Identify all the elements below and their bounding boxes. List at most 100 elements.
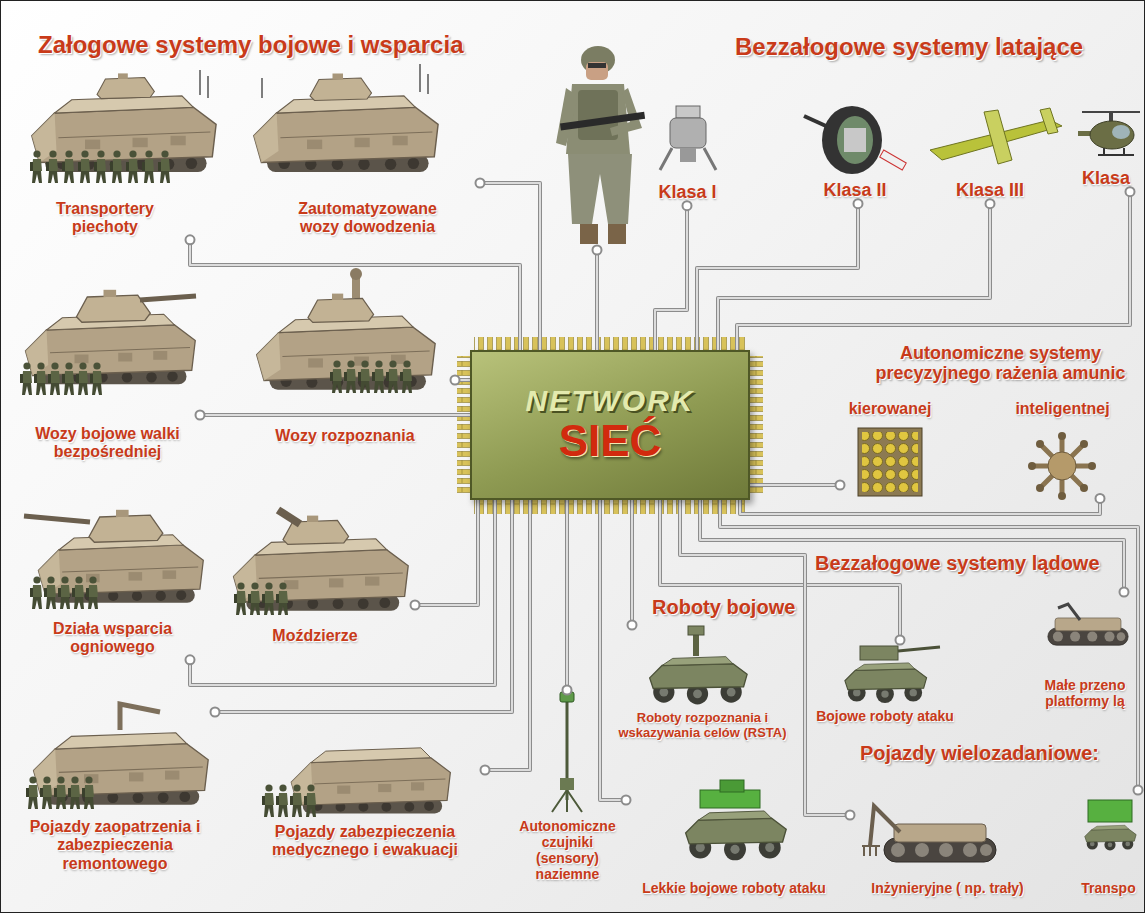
connector xyxy=(411,500,479,610)
connector-dot xyxy=(854,199,863,208)
smart-munition xyxy=(1028,432,1096,500)
connector-line xyxy=(720,500,1138,790)
connector-shadow xyxy=(200,413,470,417)
uav-class-4 xyxy=(1078,112,1140,155)
attack-robot xyxy=(845,646,940,703)
node-label: Działa wsparcia ogniowego xyxy=(28,620,198,657)
system-node: Zautomatyzowane wozy dowodzenia xyxy=(255,75,480,240)
connector-dot xyxy=(186,235,195,244)
node-label: Klasa II xyxy=(792,180,918,201)
connector xyxy=(600,500,631,805)
connector-dot xyxy=(476,179,485,188)
connector-dot xyxy=(683,201,692,210)
node-label: Pojazdy zabezpieczenia medycznego i ewak… xyxy=(260,823,470,860)
node-label: Klasa xyxy=(1072,168,1140,189)
node-label: Wozy bojowe walki bezpośredniej xyxy=(23,425,193,462)
section-heading: Bezzałogowe systemy latające xyxy=(735,34,1083,61)
chip-word: NETWORK xyxy=(526,384,695,417)
supply-vehicle xyxy=(26,704,208,809)
connector-line xyxy=(600,500,626,800)
system-node: inteligentnej xyxy=(1005,400,1120,498)
connector xyxy=(476,179,541,351)
chip-title: SIEĆ xyxy=(559,417,662,465)
connector-shadow xyxy=(565,500,569,690)
connector-dot xyxy=(211,708,220,717)
system-node: Klasa III xyxy=(915,90,1065,204)
connector xyxy=(563,500,572,695)
connector xyxy=(481,500,531,775)
connector-shadow xyxy=(190,240,520,350)
connector-dot xyxy=(196,411,205,420)
connector xyxy=(700,500,1129,597)
node-label: Moździerze xyxy=(217,627,413,645)
connector-dot xyxy=(563,686,572,695)
system-node: Działa wsparcia ogniowego xyxy=(20,505,205,660)
small-platform xyxy=(1048,604,1128,645)
system-node: Klasa II xyxy=(790,95,920,204)
connector-dot xyxy=(628,621,637,630)
soldier-wire xyxy=(596,250,598,350)
node-label: Klasa I xyxy=(647,182,728,203)
node-label: kierowanej xyxy=(842,400,938,418)
system-node: Transpo xyxy=(1075,790,1142,899)
connector xyxy=(750,481,845,490)
light-robot xyxy=(686,780,787,860)
connector-line xyxy=(750,484,840,486)
connector-dot xyxy=(411,601,420,610)
connector-shadow xyxy=(750,483,840,487)
system-node: Lekkie bojowe roboty ataku xyxy=(626,775,842,899)
network-chip: NETWORKSIEĆ xyxy=(470,350,750,500)
connector-line xyxy=(485,500,530,770)
connector-dot xyxy=(451,376,460,385)
connector-shadow xyxy=(415,500,478,605)
node-label: Bojowe roboty ataku xyxy=(812,708,958,724)
connector-dot xyxy=(896,636,905,645)
system-node: Moździerze xyxy=(215,515,415,648)
connector-dot xyxy=(1096,494,1105,503)
command-vehicle xyxy=(254,64,438,172)
connector xyxy=(451,376,471,385)
node-label: Pojazdy zaopatrzenia i zabezpieczenia re… xyxy=(29,818,201,873)
connector xyxy=(697,199,863,350)
system-node: Pojazdy zabezpieczenia medycznego i ewak… xyxy=(245,725,485,863)
fire-support-gun xyxy=(24,510,203,609)
connector-line xyxy=(415,500,478,605)
connector xyxy=(655,201,692,350)
transport-robot xyxy=(1085,800,1136,850)
section-heading: Autonomiczne systemy precyzyjnego rażeni… xyxy=(858,343,1143,383)
rsta-robot xyxy=(650,626,747,704)
connector-dot xyxy=(846,811,855,820)
node-label: Małe przeno platformy lą xyxy=(1037,677,1133,709)
engineer-robot xyxy=(862,806,996,862)
connector-shadow xyxy=(720,500,1138,790)
connector-dot xyxy=(1126,187,1135,196)
connector-shadow xyxy=(630,500,634,625)
connector-dot xyxy=(836,481,845,490)
system-node: Klasa xyxy=(1070,90,1142,192)
connector-shadow xyxy=(480,183,540,350)
connector-dot xyxy=(481,766,490,775)
soldier-figure xyxy=(556,46,645,244)
connector xyxy=(737,187,1135,350)
connector-shadow xyxy=(700,500,1124,592)
node-label: Inżynieryjne ( np. trały) xyxy=(852,880,1043,896)
connector-line xyxy=(697,204,858,350)
node-label: Lekkie bojowe roboty ataku xyxy=(628,880,840,896)
connector xyxy=(186,500,496,685)
connector xyxy=(718,199,995,350)
connector-line xyxy=(566,500,568,690)
connector-dot xyxy=(986,199,995,208)
connector-line xyxy=(215,500,512,712)
connector-dot xyxy=(1120,588,1129,597)
recon-vehicle xyxy=(257,268,435,393)
system-node: Małe przeno platformy lą xyxy=(1035,592,1135,712)
system-node: kierowanej xyxy=(840,400,940,498)
connector-line xyxy=(680,500,850,815)
system-node: Wozy rozpoznania xyxy=(235,285,455,448)
combat-vehicle xyxy=(20,290,196,395)
connector xyxy=(211,500,513,717)
system-node: Autonomiczne czujniki (sensory) naziemne xyxy=(510,690,625,885)
connector xyxy=(196,411,471,420)
connector-shadow xyxy=(718,204,990,350)
